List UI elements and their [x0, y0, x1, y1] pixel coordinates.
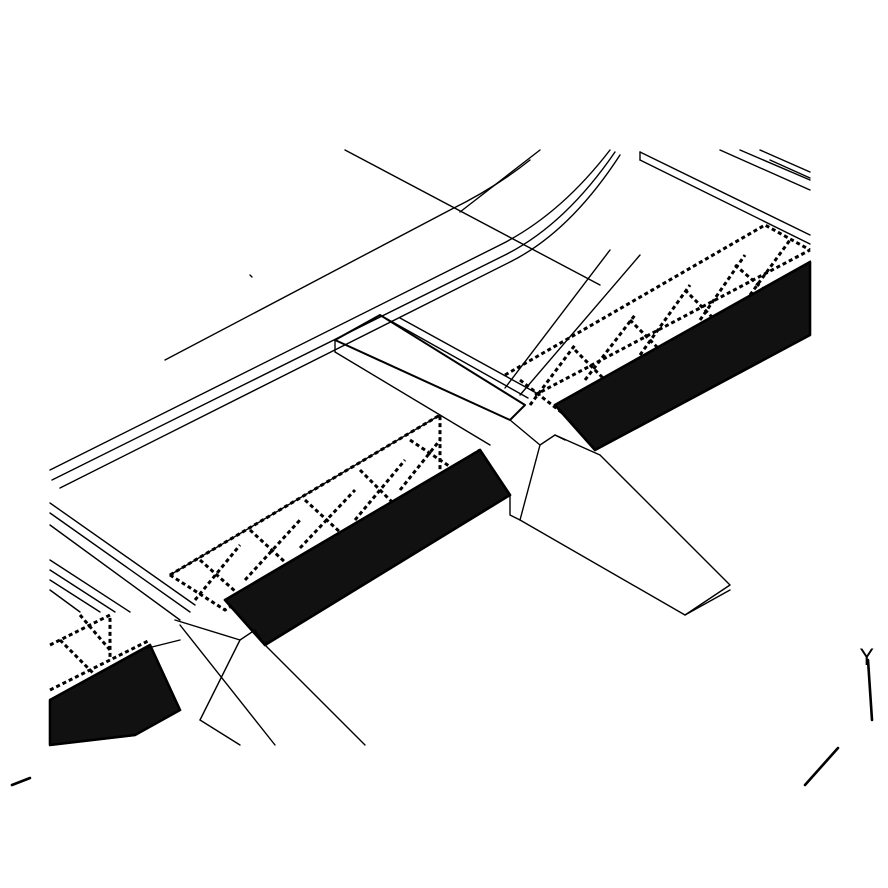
corner-marks: [10, 658, 874, 787]
far-bench: [639, 149, 811, 245]
top-guide-lines: [164, 149, 601, 361]
axis-glyph-label: Y: [859, 646, 874, 671]
groyne-middle: [169, 412, 512, 647]
groyne-ramps: [139, 419, 731, 746]
upper-ridge-strip: [49, 149, 621, 489]
cross-beam: [334, 249, 641, 446]
groyne-right: [504, 223, 812, 452]
groyne-left: [48, 612, 182, 747]
